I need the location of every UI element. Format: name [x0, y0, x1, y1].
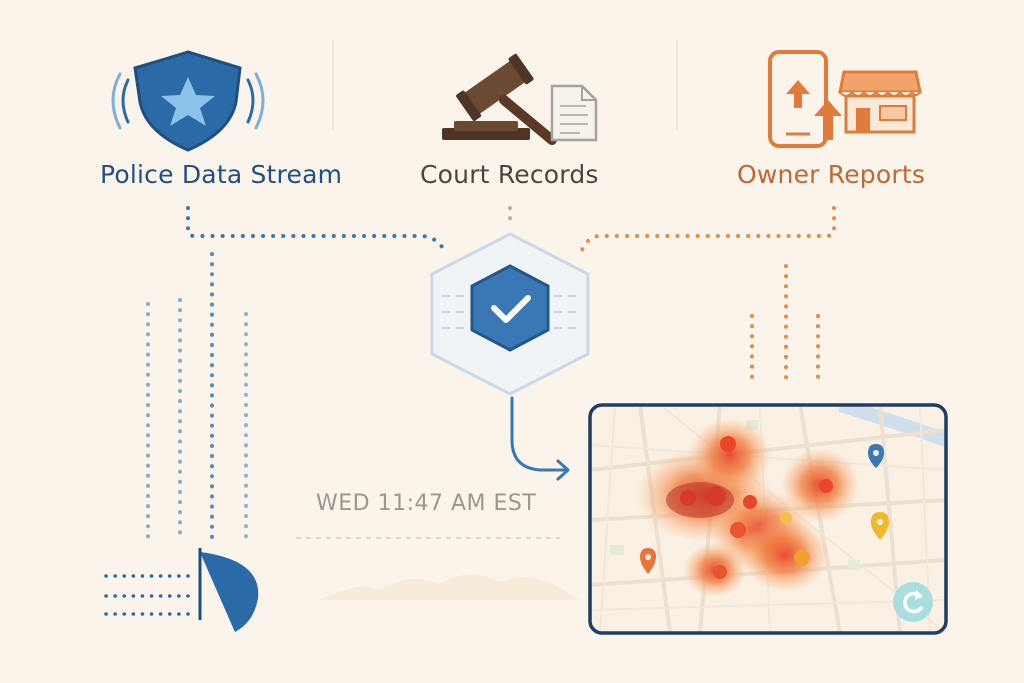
- shield-star-icon: [111, 50, 265, 152]
- heat-blobs: [635, 417, 860, 598]
- refresh-icon[interactable]: [893, 582, 933, 622]
- flow-arrow: [510, 396, 570, 481]
- phone-store-icon: [768, 50, 922, 148]
- check-shield-icon: [470, 264, 550, 352]
- hotspot-dots: [680, 436, 833, 579]
- map-frame: [588, 403, 948, 635]
- police-data-stream-label: Police Data Stream: [100, 160, 343, 189]
- court-records-label: Court Records: [420, 160, 599, 189]
- police-stream-columns: [146, 252, 248, 542]
- heatmap-panel[interactable]: [588, 403, 948, 635]
- map-pin-yellow-icon[interactable]: [871, 512, 889, 540]
- gavel-icon: [442, 53, 598, 145]
- horizontal-streams: [104, 574, 198, 616]
- owner-stream-columns: [750, 264, 820, 382]
- map-pin-orange-icon[interactable]: [640, 548, 656, 574]
- owner-reports-label: Owner Reports: [737, 160, 926, 189]
- verification-node: [430, 232, 590, 396]
- quarter-disc: [198, 548, 259, 632]
- timestamp-text: WED 11:47 AM EST: [316, 491, 537, 516]
- owner-connector: [580, 206, 836, 252]
- map-pin-blue-icon[interactable]: [868, 444, 884, 468]
- police-connector: [186, 206, 446, 252]
